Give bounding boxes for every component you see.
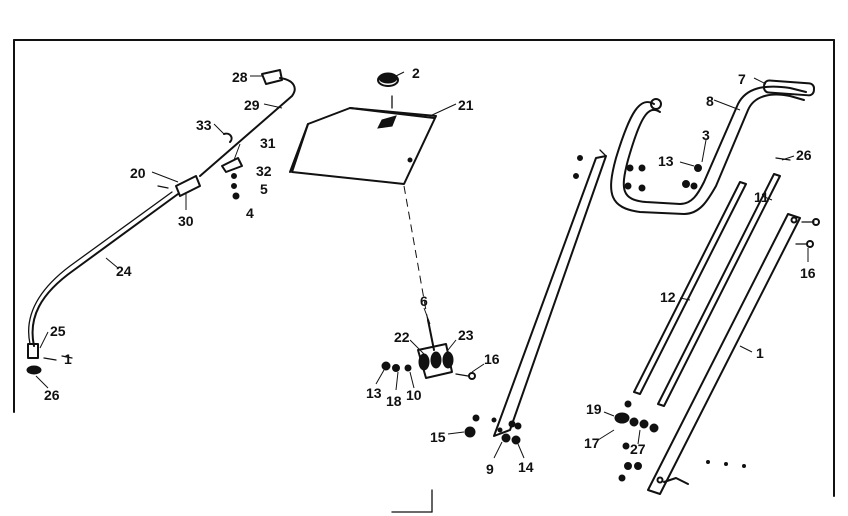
leader-lines (35, 71, 809, 459)
label-28: 28 (232, 69, 248, 85)
label-31: 31 (260, 135, 276, 151)
throttle-control-assembly (26, 69, 296, 375)
label-34: 1 (64, 351, 72, 367)
label-3: 3 (702, 127, 710, 143)
label-21: 21 (458, 97, 474, 113)
upper-handle-assembly (610, 79, 820, 495)
label-13-mid: 13 (366, 385, 382, 401)
label-20: 20 (130, 165, 146, 181)
label-32: 32 (256, 163, 272, 179)
label-27: 27 (630, 441, 646, 457)
label-12: 12 (660, 289, 676, 305)
control-panel-assembly (289, 72, 476, 380)
part-number-labels: 28 2 29 21 33 31 20 32 5 30 4 24 25 1 26… (44, 65, 816, 477)
label-30: 30 (178, 213, 194, 229)
label-17: 17 (584, 435, 600, 451)
label-19: 19 (586, 401, 602, 417)
label-9: 9 (486, 461, 494, 477)
label-2: 2 (412, 65, 420, 81)
label-11: 11 (754, 189, 769, 205)
label-13-right: 13 (658, 153, 674, 169)
label-16-mid: 16 (484, 351, 500, 367)
label-6: 6 (420, 293, 428, 309)
label-18: 18 (386, 393, 402, 409)
label-26-left: 26 (44, 387, 60, 403)
label-33: 33 (196, 117, 212, 133)
label-22: 22 (394, 329, 410, 345)
label-8: 8 (706, 93, 714, 109)
label-4: 4 (246, 205, 254, 221)
label-29: 29 (244, 97, 260, 113)
lower-handle-tube (464, 149, 607, 445)
label-25: 25 (50, 323, 66, 339)
label-15: 15 (430, 429, 446, 445)
label-14: 14 (518, 459, 534, 475)
label-23: 23 (458, 327, 474, 343)
label-16-right: 16 (800, 265, 816, 281)
label-5: 5 (260, 181, 268, 197)
label-26-right: 26 (796, 147, 812, 163)
label-24: 24 (116, 263, 132, 279)
label-7: 7 (738, 71, 746, 87)
label-1: 1 (756, 345, 764, 361)
label-10: 10 (406, 387, 422, 403)
